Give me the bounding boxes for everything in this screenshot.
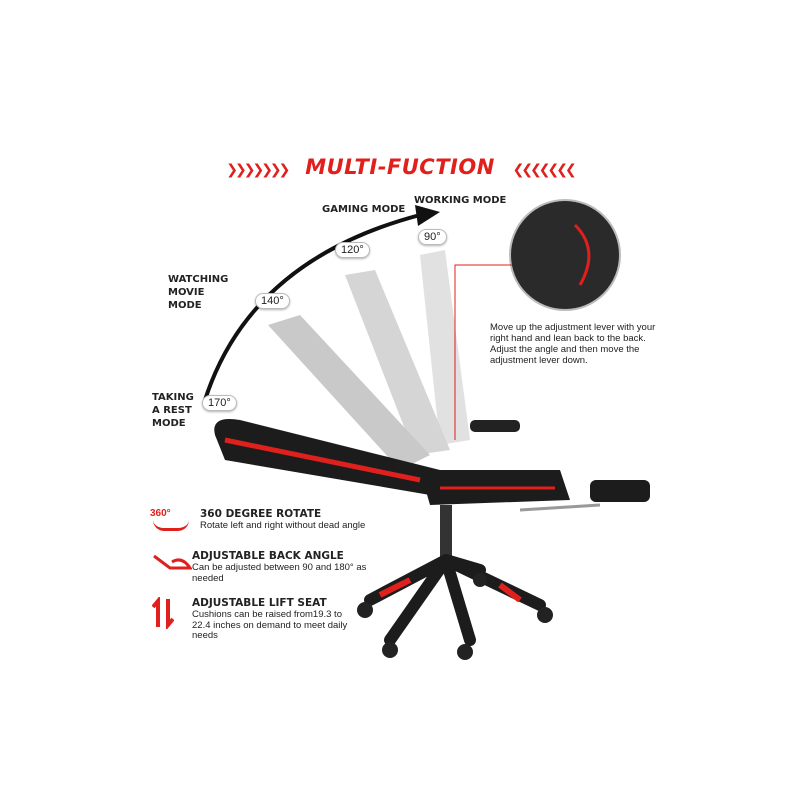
feature-title: ADJUSTABLE BACK ANGLE bbox=[192, 550, 344, 562]
chevrons-right-icon: ❮❮❮❮❮❮❮ bbox=[512, 162, 577, 178]
backrest-stripe bbox=[224, 437, 421, 483]
angle-badge-140: 140° bbox=[255, 293, 290, 309]
chevrons-left-icon: ❯❯❯❯❯❯❯ bbox=[226, 162, 290, 178]
star-base bbox=[364, 554, 546, 646]
lift-arrows-icon bbox=[152, 597, 174, 629]
feature-desc: Cushions can be raised from19.3 to 22.4 … bbox=[192, 609, 348, 641]
feature-desc: Rotate left and right without dead angle bbox=[200, 520, 366, 531]
mode-label-rest: TAKING A REST MODE bbox=[152, 392, 194, 429]
back-angle-icon bbox=[153, 554, 192, 570]
mode-label-gaming: GAMING MODE bbox=[322, 204, 406, 215]
lever-detail-inset bbox=[509, 199, 621, 311]
angle-badge-90: 90° bbox=[418, 229, 447, 245]
lever-note: Move up the adjustment lever with your r… bbox=[490, 322, 656, 366]
rotate-360-icon: 360° bbox=[150, 508, 171, 519]
footrest bbox=[590, 480, 650, 502]
mode-arc bbox=[203, 213, 421, 401]
title: MULTI-FUCTION bbox=[305, 155, 495, 179]
mode-label-watching: WATCHING MOVIE MODE bbox=[168, 274, 229, 311]
callout-line bbox=[454, 264, 512, 440]
ghost-backrests bbox=[268, 250, 470, 470]
angle-badge-120: 120° bbox=[335, 242, 370, 258]
armrest bbox=[470, 420, 520, 432]
mode-label-working: WORKING MODE bbox=[414, 195, 507, 206]
arc-arrow-icon bbox=[415, 205, 440, 226]
title-banner: ❯❯❯❯❯❯❯ MULTI-FUCTION ❮❮❮❮❮❮❮ bbox=[0, 155, 800, 179]
feature-title: ADJUSTABLE LIFT SEAT bbox=[192, 597, 327, 609]
gas-lift bbox=[440, 505, 452, 560]
angle-badge-170: 170° bbox=[202, 395, 237, 411]
feature-title: 360 DEGREE ROTATE bbox=[200, 508, 322, 520]
casters bbox=[357, 573, 553, 660]
backrest bbox=[214, 419, 440, 495]
feature-desc: Can be adjusted between 90 and 180° as n… bbox=[192, 562, 367, 584]
